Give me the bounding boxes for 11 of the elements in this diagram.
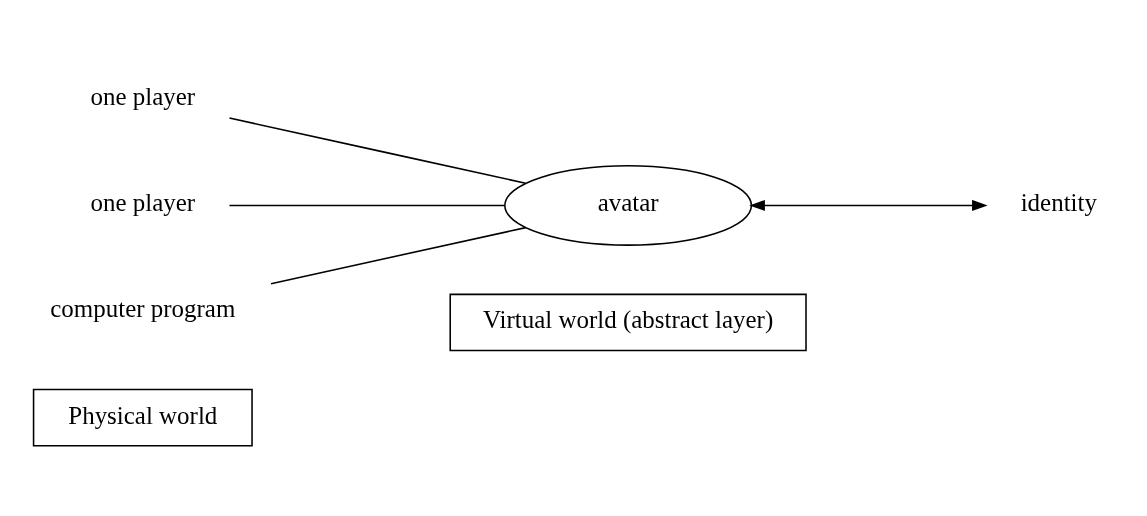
node-box: Virtual world (abstract layer)	[449, 293, 807, 351]
connector	[270, 226, 527, 284]
node-box: Physical world	[32, 388, 253, 447]
node-text: computer program	[50, 294, 236, 322]
node-text: one player	[90, 82, 196, 110]
connector	[228, 204, 506, 206]
node-text: identity	[1020, 188, 1097, 216]
node-ellipse: avatar	[504, 164, 753, 246]
arrow	[749, 199, 988, 211]
connector	[228, 116, 527, 184]
node-text: one player	[90, 188, 196, 216]
